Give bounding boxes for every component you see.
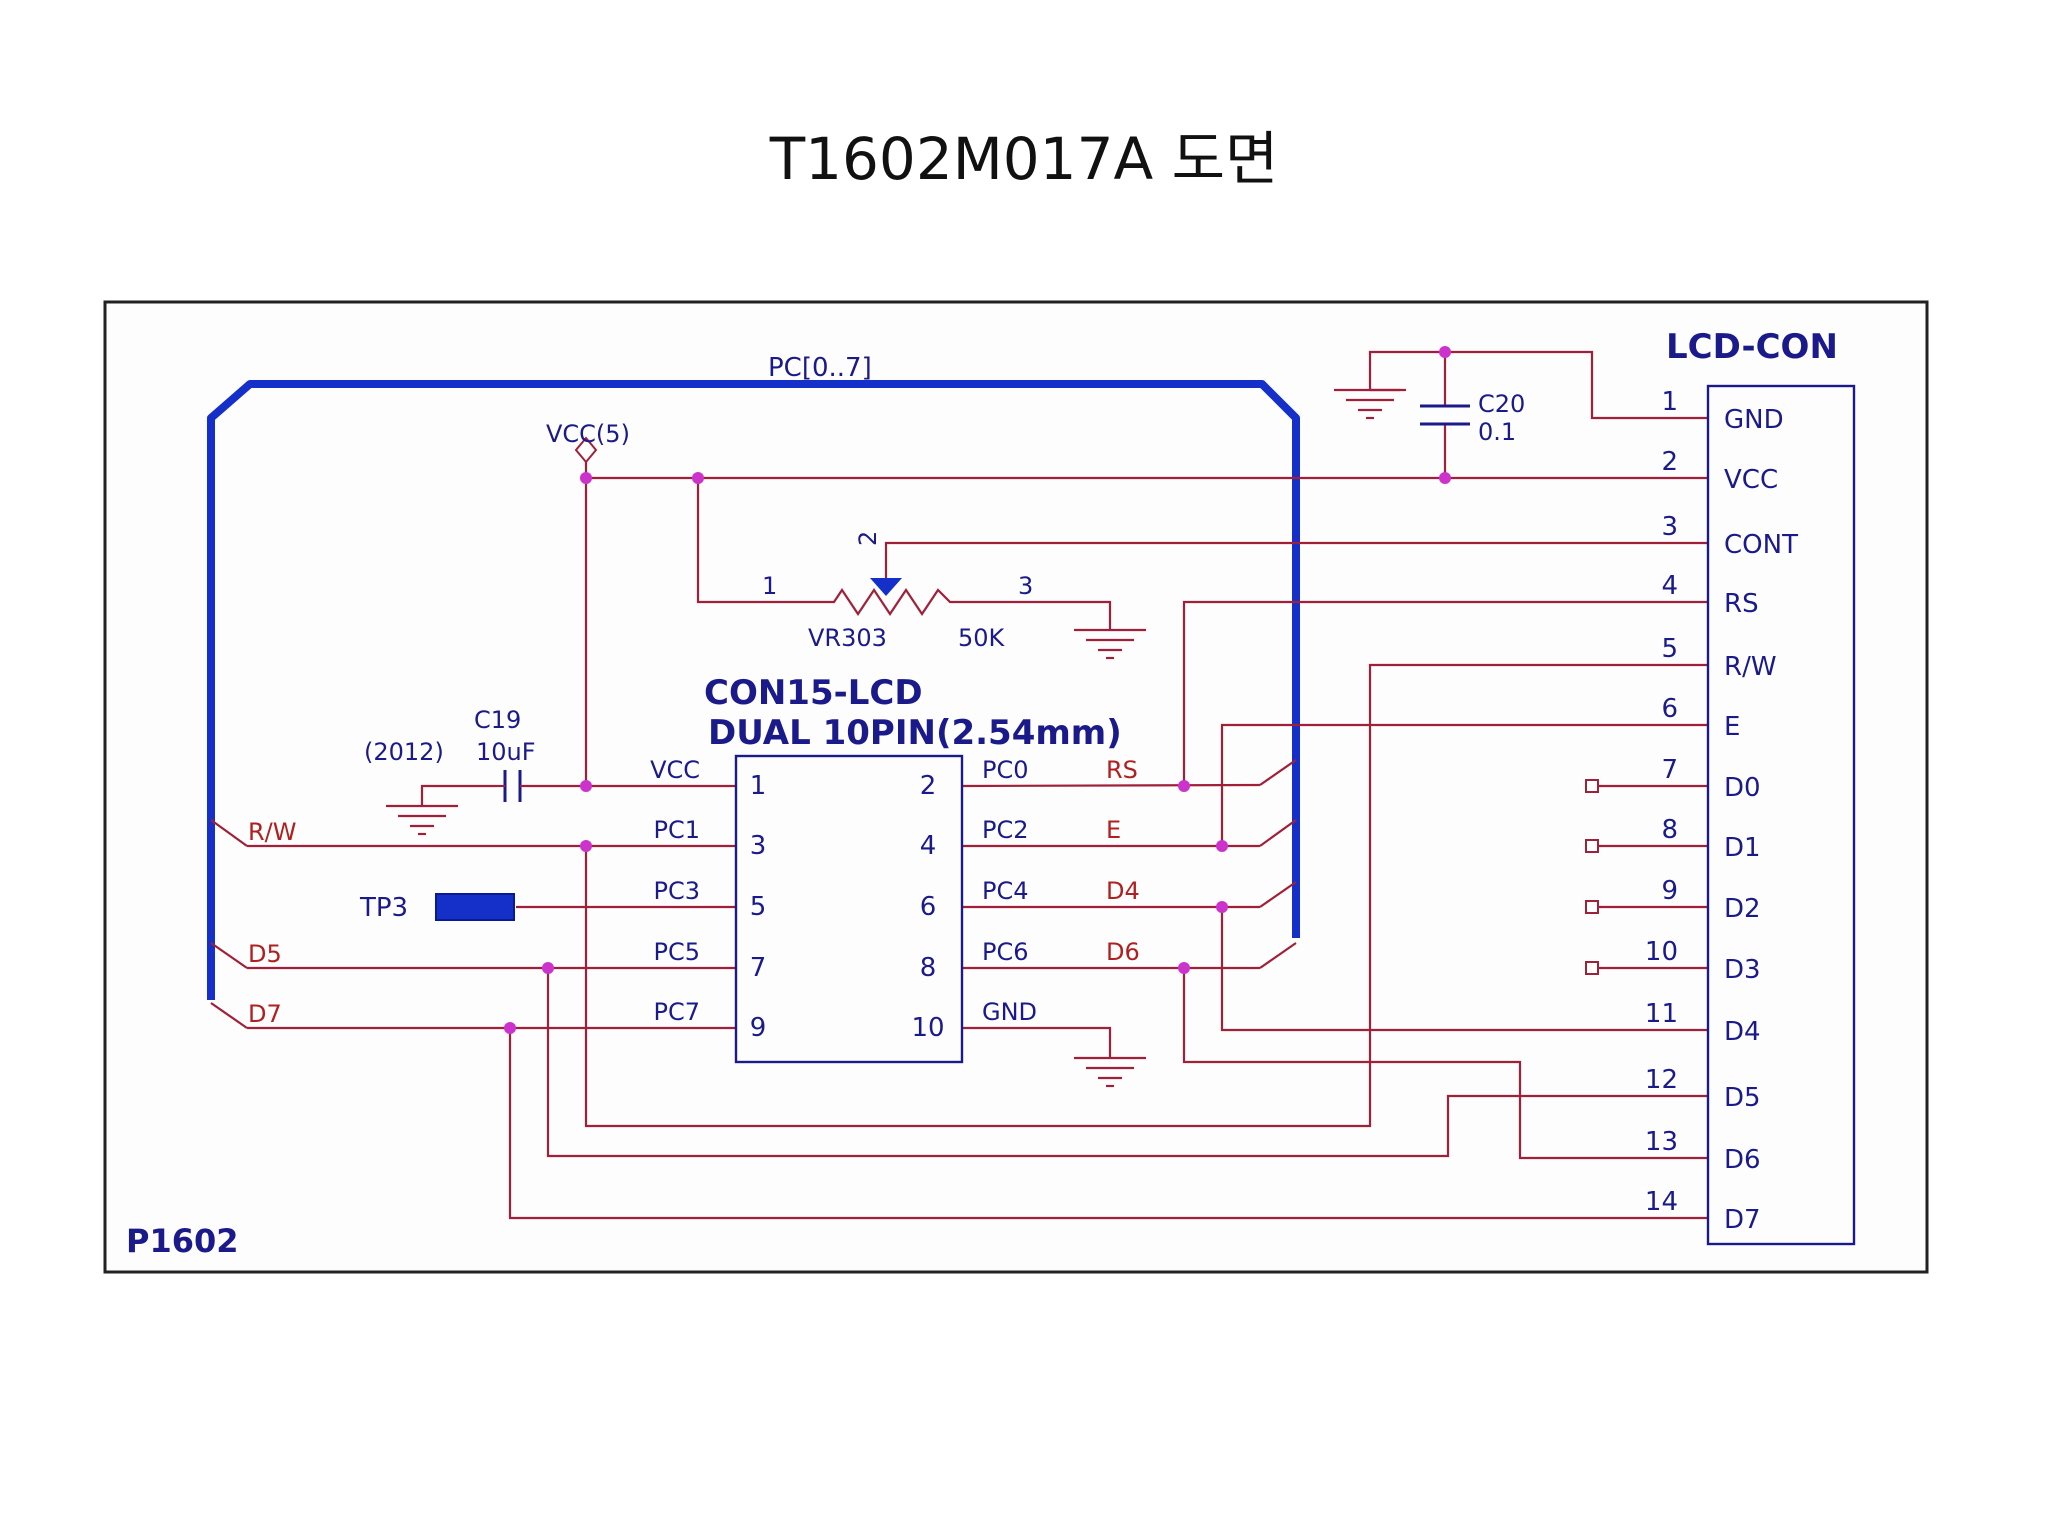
connector-pin-number: 10	[911, 1013, 944, 1043]
lcd-pin-name: D4	[1724, 1017, 1761, 1047]
lcd-pin-number: 5	[1661, 634, 1678, 664]
connector-pin-net: PC1	[654, 816, 701, 844]
connector-pin-signal: E	[1106, 816, 1121, 844]
vr-value: 50K	[958, 624, 1006, 652]
lcd-pin-number: 14	[1645, 1187, 1678, 1217]
capacitor-c19	[496, 770, 526, 802]
connector-pin-number: 3	[750, 831, 767, 861]
lcd-pin-number: 13	[1645, 1127, 1678, 1157]
board-label: P1602	[126, 1222, 239, 1260]
vr-pin2-label: 2	[854, 531, 882, 546]
connector-pin-number: 6	[920, 892, 937, 922]
unconnected-pads	[1585, 779, 1599, 975]
lcd-pin-number: 6	[1661, 694, 1678, 724]
lcd-pin-number: 9	[1661, 876, 1678, 906]
con15-lcd-body	[734, 754, 964, 1064]
connector-pin-number: 5	[750, 892, 767, 922]
lcd-pin-number: 11	[1645, 999, 1678, 1029]
lcd-pin-name: VCC	[1724, 465, 1778, 495]
lcd-pin-name: CONT	[1724, 530, 1798, 560]
lcd-pin-number: 2	[1661, 447, 1678, 477]
c20-value: 0.1	[1478, 418, 1516, 446]
bus-tap-label: R/W	[248, 818, 297, 846]
lcd-pin-name: D3	[1724, 955, 1761, 985]
connector-title: CON15-LCD	[704, 673, 923, 713]
connector-pin-net: PC6	[982, 938, 1029, 966]
lcd-pin-name: D1	[1724, 833, 1761, 863]
lcd-pin-name: D5	[1724, 1083, 1761, 1113]
lcd-pin-number: 1	[1661, 387, 1678, 417]
vcc-power-flag	[574, 436, 598, 464]
lcd-pin-name: D2	[1724, 894, 1761, 924]
connector-pin-net: PC4	[982, 877, 1029, 905]
connector-pin-signal: RS	[1106, 756, 1138, 784]
lcd-pin-number: 12	[1645, 1065, 1678, 1095]
c20-ref: C20	[1478, 390, 1525, 418]
wires	[247, 350, 1708, 1220]
connector-pin-number: 4	[920, 831, 937, 861]
connector-pin-net: PC2	[982, 816, 1029, 844]
potentiometer-vr303	[820, 578, 962, 616]
lcd-pin-name: D0	[1724, 773, 1761, 803]
connector-pin-number: 8	[920, 953, 937, 983]
bus-tap-label: D5	[248, 940, 282, 968]
lcd-pin-number: 7	[1661, 755, 1678, 785]
lcd-pin-name: R/W	[1724, 652, 1777, 682]
connector-pin-net: PC3	[654, 877, 701, 905]
connector-pin-net: PC5	[654, 938, 701, 966]
page-title: T1602M017A 도면	[769, 125, 1279, 193]
connector-pin-number: 1	[750, 771, 767, 801]
lcd-pin-name: GND	[1724, 405, 1784, 435]
lcd-con-body	[1706, 384, 1856, 1246]
bus-label: PC[0..7]	[768, 353, 872, 383]
lcd-pin-name: D6	[1724, 1145, 1761, 1175]
lcd-pin-number: 3	[1661, 512, 1678, 542]
connector-pin-number: 9	[750, 1013, 767, 1043]
connector-subtitle: DUAL 10PIN(2.54mm)	[708, 713, 1122, 753]
vr-ref: VR303	[808, 624, 887, 652]
connector-pin-net: GND	[982, 998, 1037, 1026]
lcd-title: LCD-CON	[1666, 327, 1838, 367]
connector-pin-number: 7	[750, 953, 767, 983]
lcd-pin-name: E	[1724, 712, 1740, 742]
c19-value: 10uF	[476, 738, 536, 766]
connector-pin-number: 2	[920, 771, 937, 801]
lcd-pin-number: 4	[1661, 571, 1678, 601]
vr-pin1-label: 1	[762, 572, 777, 600]
lcd-pin-number: 10	[1645, 937, 1678, 967]
c19-size: (2012)	[364, 738, 444, 766]
connector-pin-labels: 1 VCC 3 PC1 5 PC3 7 PC5 9 PC7 2 PC0 RS 4 PC2 E 6 PC4 D4 8 PC…	[650, 756, 1140, 1043]
tp3-label: TP3	[359, 893, 408, 923]
bus-tap-label: D7	[248, 1000, 282, 1028]
pc-bus	[207, 380, 1300, 1000]
connector-pin-net: VCC	[650, 756, 700, 784]
vr-pin3-label: 3	[1018, 572, 1033, 600]
c19-ref: C19	[474, 706, 521, 734]
connector-pin-net: PC7	[654, 998, 701, 1026]
ground-symbols	[386, 388, 1406, 1088]
connector-pin-signal: D6	[1106, 938, 1140, 966]
bus-taps	[210, 759, 1297, 1029]
lcd-pin-name: D7	[1724, 1205, 1761, 1235]
connector-pin-net: PC0	[982, 756, 1029, 784]
capacitor-c20	[1420, 404, 1470, 426]
connector-pin-signal: D4	[1106, 877, 1140, 905]
vcc-label: VCC(5)	[546, 420, 630, 448]
tp3-test-point	[435, 893, 515, 921]
lcd-pin-name: RS	[1724, 589, 1759, 619]
lcd-pin-number: 8	[1661, 815, 1678, 845]
junctions	[504, 346, 1451, 1034]
